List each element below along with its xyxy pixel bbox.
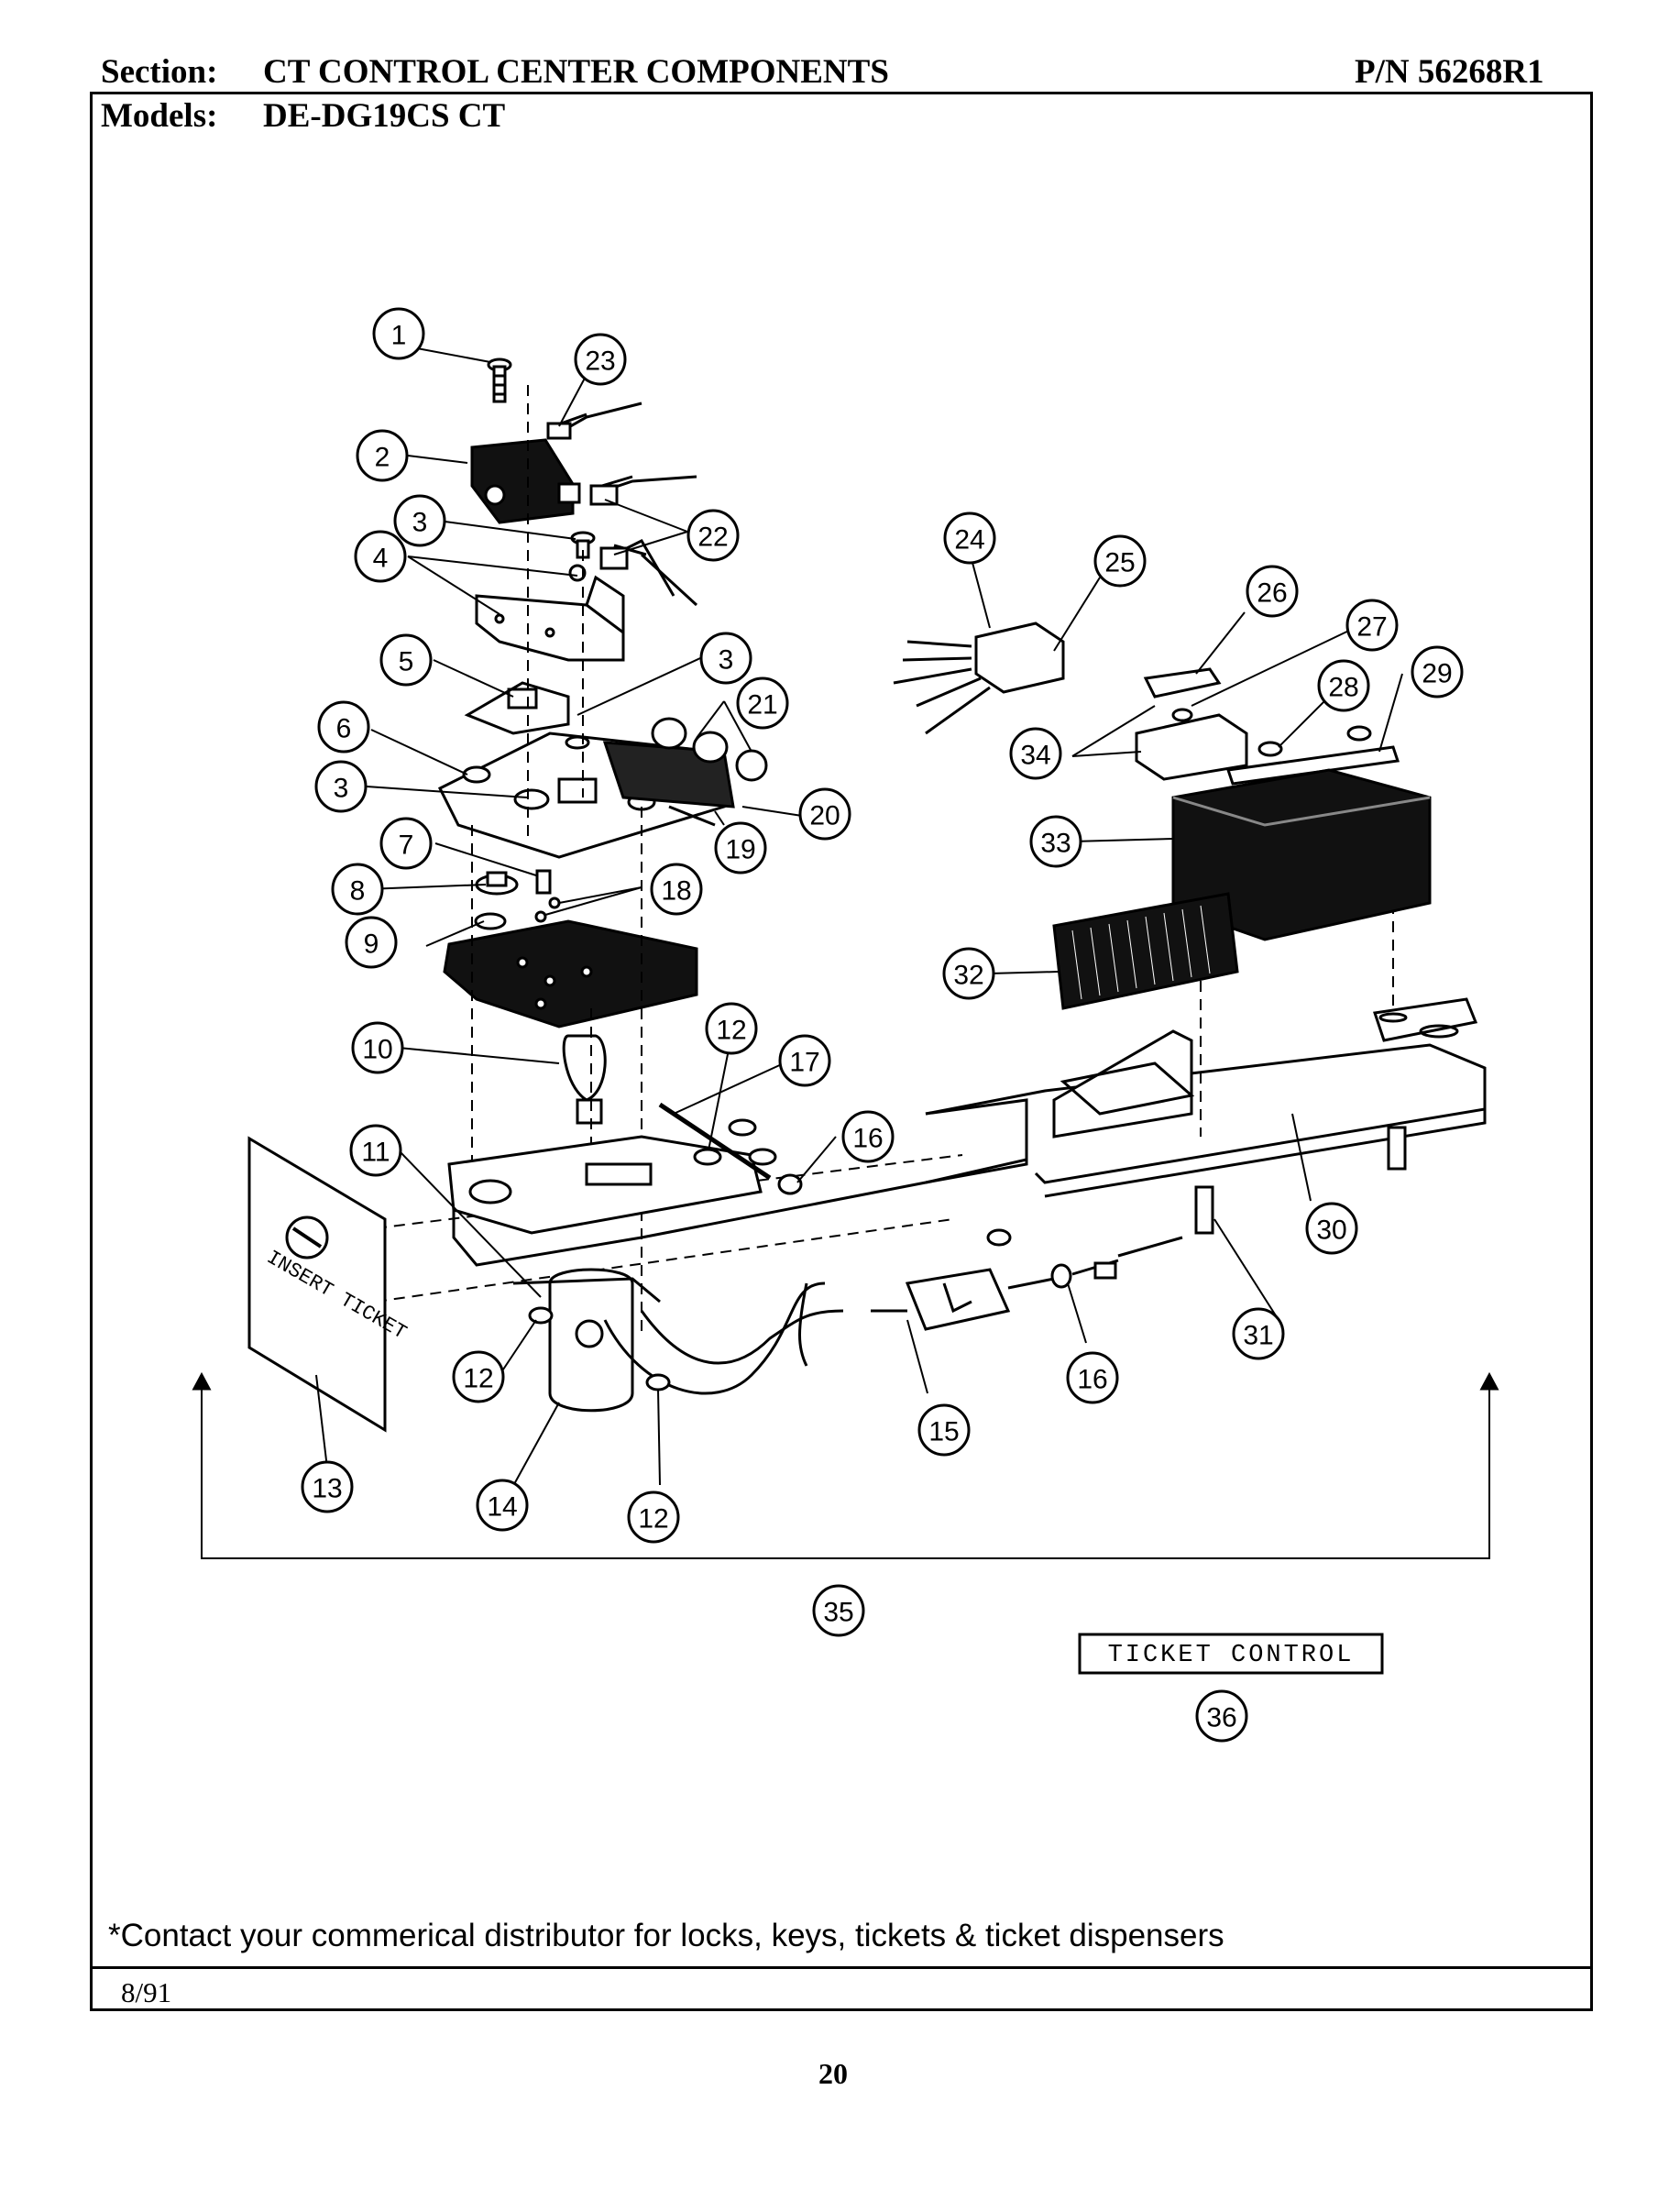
callout-1: 1 <box>372 307 425 360</box>
callout-11: 11 <box>349 1124 402 1177</box>
callout-17: 17 <box>778 1034 831 1087</box>
svg-text:26: 26 <box>1257 578 1287 609</box>
svg-text:14: 14 <box>487 1492 517 1523</box>
callout-25: 25 <box>1093 534 1147 588</box>
svg-text:19: 19 <box>725 835 755 865</box>
callout-34: 34 <box>1009 727 1062 780</box>
callout-26: 26 <box>1246 565 1299 618</box>
svg-text:TICKET CONTROL: TICKET CONTROL <box>1108 1642 1355 1669</box>
svg-text:15: 15 <box>928 1417 959 1447</box>
models-label: Models: <box>101 97 218 135</box>
callout-28: 28 <box>1317 659 1370 712</box>
callout-12a: 12 <box>705 1002 758 1055</box>
svg-text:17: 17 <box>789 1048 819 1078</box>
svg-text:25: 25 <box>1104 548 1135 578</box>
svg-text:16: 16 <box>852 1124 883 1154</box>
svg-text:12: 12 <box>463 1364 493 1394</box>
page-frame <box>90 92 1593 2011</box>
svg-text:13: 13 <box>312 1474 342 1504</box>
svg-text:30: 30 <box>1316 1216 1346 1246</box>
callout-33: 33 <box>1029 815 1082 868</box>
svg-text:1: 1 <box>391 321 407 351</box>
svg-text:11: 11 <box>361 1138 390 1168</box>
part-number: P/N 56268R1 <box>1355 53 1544 91</box>
callout-19: 19 <box>714 821 767 874</box>
svg-text:3: 3 <box>334 774 349 804</box>
svg-text:5: 5 <box>399 647 414 677</box>
svg-text:34: 34 <box>1020 741 1050 771</box>
svg-text:20: 20 <box>809 801 840 831</box>
callout-8: 8 <box>331 863 384 916</box>
callout-32: 32 <box>942 947 995 1000</box>
svg-text:23: 23 <box>585 346 615 377</box>
callout-9: 9 <box>345 916 398 969</box>
callout-20: 20 <box>798 787 851 841</box>
svg-text:24: 24 <box>954 525 984 556</box>
callout-22: 22 <box>686 509 740 562</box>
svg-text:2: 2 <box>375 443 390 473</box>
svg-text:33: 33 <box>1040 829 1071 859</box>
callout-14: 14 <box>476 1479 529 1532</box>
callout-21: 21 <box>736 676 789 730</box>
svg-text:8: 8 <box>350 876 366 907</box>
callout-27: 27 <box>1345 599 1399 652</box>
callout-18: 18 <box>650 863 703 916</box>
chassis-channel-part <box>447 997 1487 1267</box>
svg-text:35: 35 <box>823 1598 853 1628</box>
callout-3b: 3 <box>314 760 368 813</box>
svg-text:3: 3 <box>412 508 428 538</box>
callout-30: 30 <box>1305 1202 1358 1255</box>
section-title: CT CONTROL CENTER COMPONENTS <box>263 53 889 91</box>
svg-text:32: 32 <box>953 961 983 991</box>
page-number: 20 <box>818 2057 848 2090</box>
distributor-note: *Contact your commerical distributor for… <box>108 1918 1224 1953</box>
callout-16b: 16 <box>841 1110 895 1163</box>
svg-text:29: 29 <box>1422 659 1452 689</box>
models-value: DE-DG19CS CT <box>263 97 506 135</box>
svg-text:31: 31 <box>1243 1321 1273 1351</box>
callout-12c: 12 <box>627 1490 680 1544</box>
callout-3c: 3 <box>699 632 752 685</box>
callout-23: 23 <box>574 333 627 386</box>
callout-4: 4 <box>354 530 407 583</box>
callout-7: 7 <box>379 817 433 870</box>
svg-text:18: 18 <box>661 876 691 907</box>
svg-text:21: 21 <box>747 690 777 720</box>
callout-35: 35 <box>812 1584 865 1637</box>
svg-text:28: 28 <box>1328 673 1358 703</box>
svg-text:12: 12 <box>716 1016 746 1046</box>
svg-text:22: 22 <box>697 522 728 553</box>
insert-ticket-panel <box>247 1136 387 1433</box>
callout-29: 29 <box>1411 645 1464 698</box>
footer-divider <box>90 1966 1593 1969</box>
svg-text:10: 10 <box>362 1035 392 1065</box>
callout-16a: 16 <box>1066 1351 1119 1404</box>
svg-text:6: 6 <box>336 714 352 744</box>
svg-text:36: 36 <box>1206 1703 1236 1733</box>
callout-15: 15 <box>917 1403 971 1457</box>
callout-24: 24 <box>943 512 996 565</box>
callout-36: 36 <box>1195 1689 1248 1743</box>
callout-2: 2 <box>356 429 409 482</box>
svg-text:4: 4 <box>373 544 389 574</box>
svg-text:3: 3 <box>719 645 734 676</box>
revision-date: 8/91 <box>121 1976 172 2008</box>
section-label: Section: <box>101 53 218 91</box>
ticket-control-label-box: TICKET CONTROL <box>1078 1633 1384 1675</box>
callout-12b: 12 <box>452 1350 505 1403</box>
callout-6: 6 <box>317 700 370 754</box>
screw-part <box>487 358 512 403</box>
svg-text:27: 27 <box>1356 612 1387 643</box>
callout-13: 13 <box>301 1460 354 1513</box>
switch-block-part <box>470 438 581 524</box>
callout-31: 31 <box>1232 1307 1285 1360</box>
svg-text:7: 7 <box>399 830 414 861</box>
callout-5: 5 <box>379 633 433 687</box>
callout-10: 10 <box>351 1021 404 1074</box>
svg-text:12: 12 <box>638 1504 668 1534</box>
svg-text:16: 16 <box>1077 1365 1107 1395</box>
svg-text:9: 9 <box>364 930 379 960</box>
callout-3: 3 <box>393 494 446 547</box>
